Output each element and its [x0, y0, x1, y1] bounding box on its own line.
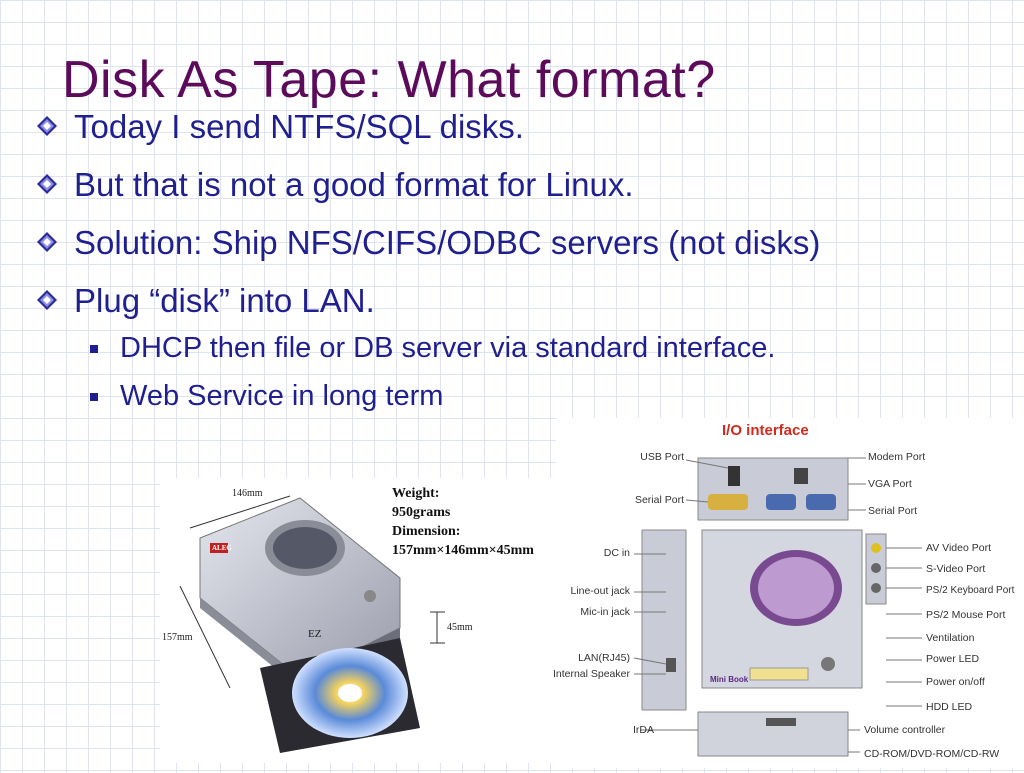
diamond-bullet-icon — [37, 232, 57, 252]
spec-weight-heading: Weight: — [392, 486, 440, 501]
spec-dimension-value: 157mm×146mm×45mm — [392, 543, 534, 558]
label-cd-rom: CD-ROM/DVD-ROM/CD-RW — [864, 748, 1000, 760]
dim-depth-label: 157mm — [162, 632, 193, 643]
sub-bullet-2: Web Service in long term — [30, 376, 890, 416]
label-lan-rj45: LAN(RJ45) — [578, 652, 630, 664]
label-hdd-led: HDD LED — [926, 701, 973, 713]
bullet-4: Plug “disk” into LAN. — [30, 278, 890, 324]
label-dc-in: DC in — [603, 547, 630, 559]
bullet-4-text: Plug “disk” into LAN. — [74, 282, 375, 319]
label-av-video-port: AV Video Port — [926, 542, 991, 554]
label-line-out-jack: Line-out jack — [570, 585, 630, 597]
dim-height-label: 45mm — [447, 622, 473, 633]
bullet-3-text: Solution: Ship NFS/CIFS/ODBC servers (no… — [74, 224, 821, 261]
bullet-3: Solution: Ship NFS/CIFS/ODBC servers (no… — [30, 220, 890, 266]
label-serial-port-left: Serial Port — [634, 494, 684, 506]
brand-text: ALEG — [212, 544, 232, 552]
model-text: EZ — [308, 628, 322, 640]
label-internal-speaker: Internal Speaker — [552, 668, 630, 680]
spec-dimension-heading: Dimension: — [392, 524, 461, 539]
label-ventilation: Ventilation — [926, 632, 975, 644]
label-ps2-mouse-port: PS/2 Mouse Port — [926, 609, 1006, 621]
io-illustration — [633, 457, 922, 757]
label-ps2-keyboard-port: PS/2 Keyboard Port — [926, 585, 1015, 596]
label-power-on-off: Power on/off — [926, 676, 985, 688]
sub-bullet-1: DHCP then file or DB server via standard… — [30, 328, 890, 368]
label-volume-controller: Volume controller — [864, 724, 946, 736]
label-power-led: Power LED — [926, 653, 980, 665]
label-vga-port: VGA Port — [868, 478, 912, 490]
product-badge: Mini Book — [710, 675, 749, 684]
bullet-1-text: Today I send NTFS/SQL disks. — [74, 108, 524, 145]
bullet-2-text: But that is not a good format for Linux. — [74, 166, 634, 203]
label-modem-port: Modem Port — [868, 451, 926, 463]
bullet-list: Today I send NTFS/SQL disks. But that is… — [30, 104, 890, 424]
bullet-1: Today I send NTFS/SQL disks. — [30, 104, 890, 150]
dim-width-label: 146mm — [232, 488, 263, 499]
sub-bullet-2-text: Web Service in long term — [120, 380, 444, 412]
label-mic-in-jack: Mic-in jack — [580, 606, 630, 618]
label-s-video-port: S-Video Port — [926, 563, 986, 575]
label-irda: IrDA — [633, 724, 654, 736]
sub-bullet-1-text: DHCP then file or DB server via standard… — [120, 332, 776, 364]
spec-weight-value: 950grams — [392, 505, 451, 520]
spec-block: Weight: 950grams Dimension: 157mm×146mm×… — [392, 484, 534, 560]
square-bullet-icon — [90, 393, 98, 401]
io-diagram: Mini Book — [556, 418, 1024, 768]
device-illustration — [179, 495, 445, 753]
device-photo: 146mm 157mm 45mm ALEG EZ — [160, 478, 560, 763]
slide-title: Disk As Tape: What format? — [62, 51, 716, 109]
diamond-bullet-icon — [37, 174, 57, 194]
io-title: I/O interface — [722, 422, 809, 439]
diamond-bullet-icon — [37, 290, 57, 310]
label-usb-port: USB Port — [640, 451, 684, 463]
square-bullet-icon — [90, 345, 98, 353]
brand-logo — [210, 543, 228, 553]
label-serial-port-right: Serial Port — [868, 505, 918, 517]
diamond-bullet-icon — [37, 116, 57, 136]
bullet-2: But that is not a good format for Linux. — [30, 162, 890, 208]
